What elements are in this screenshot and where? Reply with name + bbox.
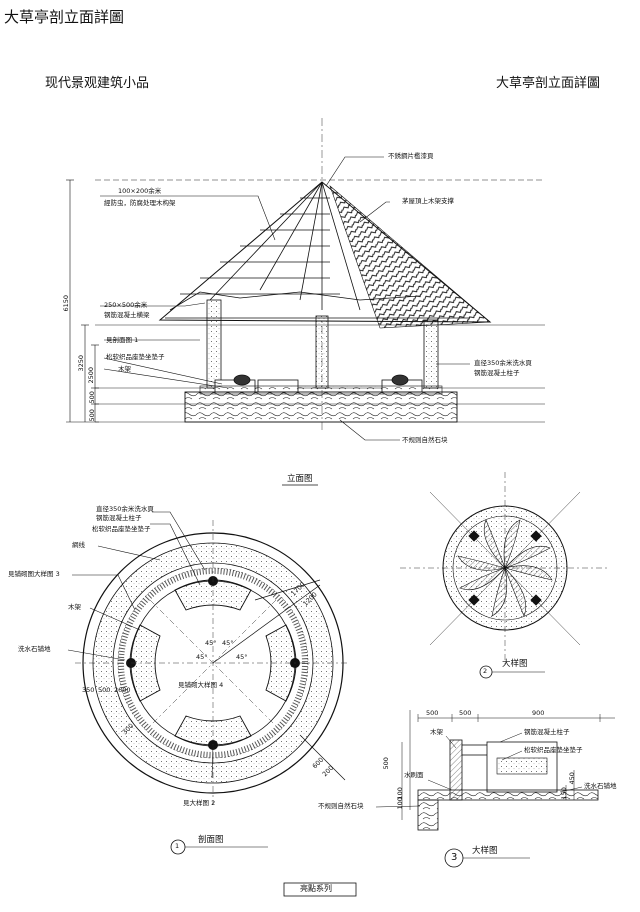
plan-label-wood: 木架 (68, 603, 81, 611)
detail-3-dim-500-b: 500 (459, 709, 472, 717)
plan-label-column: 直径350余米洗水頁 (96, 505, 154, 513)
plan-angle-3: 45° (196, 653, 208, 661)
plan-label-column-material: 钢筋混凝土柱子 (96, 514, 142, 522)
plan-label-ref3: 見铺砌图大样图 3 (8, 570, 60, 578)
label-top-cap: 不銹鋼片檻漆頁 (388, 152, 434, 160)
detail-3-dim-500-v: 500 (381, 757, 390, 770)
columns (206, 299, 439, 389)
plan-label-paving: 洗水石铺地 (18, 645, 51, 653)
detail-3-dim-150: 150 (559, 787, 568, 800)
label-thatch: 茅屋頂上木架支撑 (402, 197, 454, 205)
dim-2500: 2500 (87, 366, 96, 384)
roof-rafters (165, 181, 470, 319)
plan-label-grid: 網线 (72, 541, 85, 549)
detail-3-label-paving: 洗水石铺地 (584, 782, 617, 790)
dim-6150: 6150 (62, 294, 71, 312)
section-plan (67, 511, 350, 855)
plan-angle-2: 45° (222, 639, 234, 647)
elevation-dimensions (66, 179, 99, 423)
plan-label-ref4: 見铺砌大样图 4 (178, 681, 224, 689)
detail-2-caption: 大样图 (502, 659, 528, 669)
label-stone: 不规则自然石块 (402, 436, 448, 444)
plan-dim-2600: 2600 (114, 686, 131, 694)
label-wood-seat: 木架 (118, 365, 131, 373)
label-beam: 250×500余米 (104, 301, 148, 309)
label-column-material: 钢筋混凝土柱子 (474, 369, 520, 377)
detail-3-label-water-slab: 水刷面 (404, 771, 424, 779)
plan-label-seat-pad: 松软织品座垫坐垫子 (92, 525, 151, 533)
elevation-view (66, 118, 545, 441)
detail-3-paving (417, 789, 599, 801)
stone-base (184, 391, 458, 423)
category-title: 现代景观建筑小品 (45, 76, 150, 91)
plan-caption: 剖面图 (198, 835, 224, 845)
detail-3-label-stone: 不规则自然石块 (318, 802, 364, 810)
label-section-ref: 見剖面图 1 (106, 336, 139, 344)
plan-leaders (67, 511, 214, 779)
label-beam-material: 钢筋混凝土横梁 (104, 311, 150, 319)
dim-3250: 3250 (77, 354, 86, 372)
sheet-title: 大草亭剖立面詳圖 (4, 8, 125, 26)
dim-500-a: 500 (87, 391, 96, 404)
detail-3-leaders (375, 732, 583, 808)
elevation-caption: 立面图 (287, 474, 313, 484)
detail-3-label-wood: 木架 (430, 728, 443, 736)
detail-3-number: 3 (451, 852, 458, 863)
detail-3-dim-100-b: 100 (395, 797, 404, 810)
label-rafters-treatment: 經防虫，防腐处理木构架 (104, 199, 176, 207)
plan-angle-4: 45° (236, 653, 248, 661)
detail-2-view (400, 472, 610, 679)
detail-3-label-column: 钢筋混凝土柱子 (524, 728, 570, 736)
detail-3-dim-450: 450 (567, 772, 576, 785)
detail-3-caption: 大样图 (472, 846, 498, 856)
elevation-leaders (100, 156, 470, 441)
detail-3-dim-900: 900 (532, 709, 545, 717)
detail-2-number: 2 (483, 667, 488, 675)
detail-3-label-seat-pad: 松软织品座垫坐垫子 (524, 746, 583, 754)
plan-angle-1: 45° (205, 639, 217, 647)
footer-box (283, 882, 357, 897)
plan-dim-500: 500 (98, 686, 111, 694)
plan-label-ref2: 見大样图 2 (183, 799, 216, 807)
footer-series: 亮點系列 (300, 884, 332, 893)
plan-dim-350: 350 (82, 686, 95, 694)
dim-500-b: 500 (87, 409, 96, 422)
label-rafters: 100×200余米 (118, 187, 162, 195)
label-column: 直径350余米洗水頁 (474, 359, 532, 367)
detail-3-dim-500-a: 500 (426, 709, 439, 717)
label-seat-pad: 松软织品座垫坐垫子 (106, 353, 165, 361)
drawing-title: 大草亭剖立面詳圖 (496, 76, 601, 91)
detail-3-view (375, 710, 615, 868)
detail-3-dimensions (401, 710, 615, 820)
detail-2-pinwheel (457, 519, 553, 617)
plan-number: 1 (175, 842, 180, 850)
